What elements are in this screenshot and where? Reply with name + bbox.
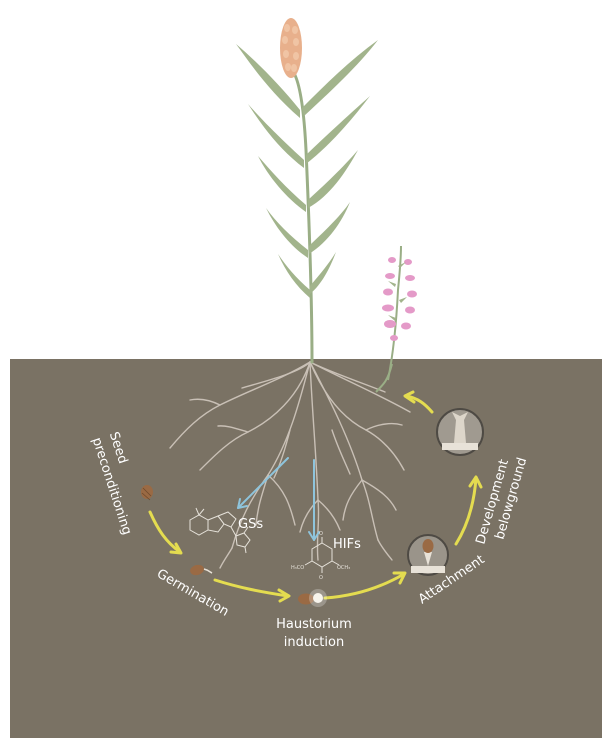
development-inset-icon (437, 409, 483, 455)
gss-label: GSs (238, 517, 263, 532)
soil-background (10, 359, 602, 738)
haustorium-label-line1: Haustorium (276, 617, 352, 632)
haustorium-label-line2: induction (284, 635, 344, 650)
hif-group-o-bottom: O (319, 575, 323, 581)
hif-group-right: OCH₃ (337, 565, 350, 571)
sky-background (0, 0, 610, 360)
attachment-inset-icon (408, 535, 448, 575)
hif-group-left: H₃CO (291, 565, 304, 571)
hif-group-o-top: O (319, 531, 323, 537)
host-seed-spike (280, 18, 302, 78)
hifs-label: HIFs (333, 537, 361, 552)
